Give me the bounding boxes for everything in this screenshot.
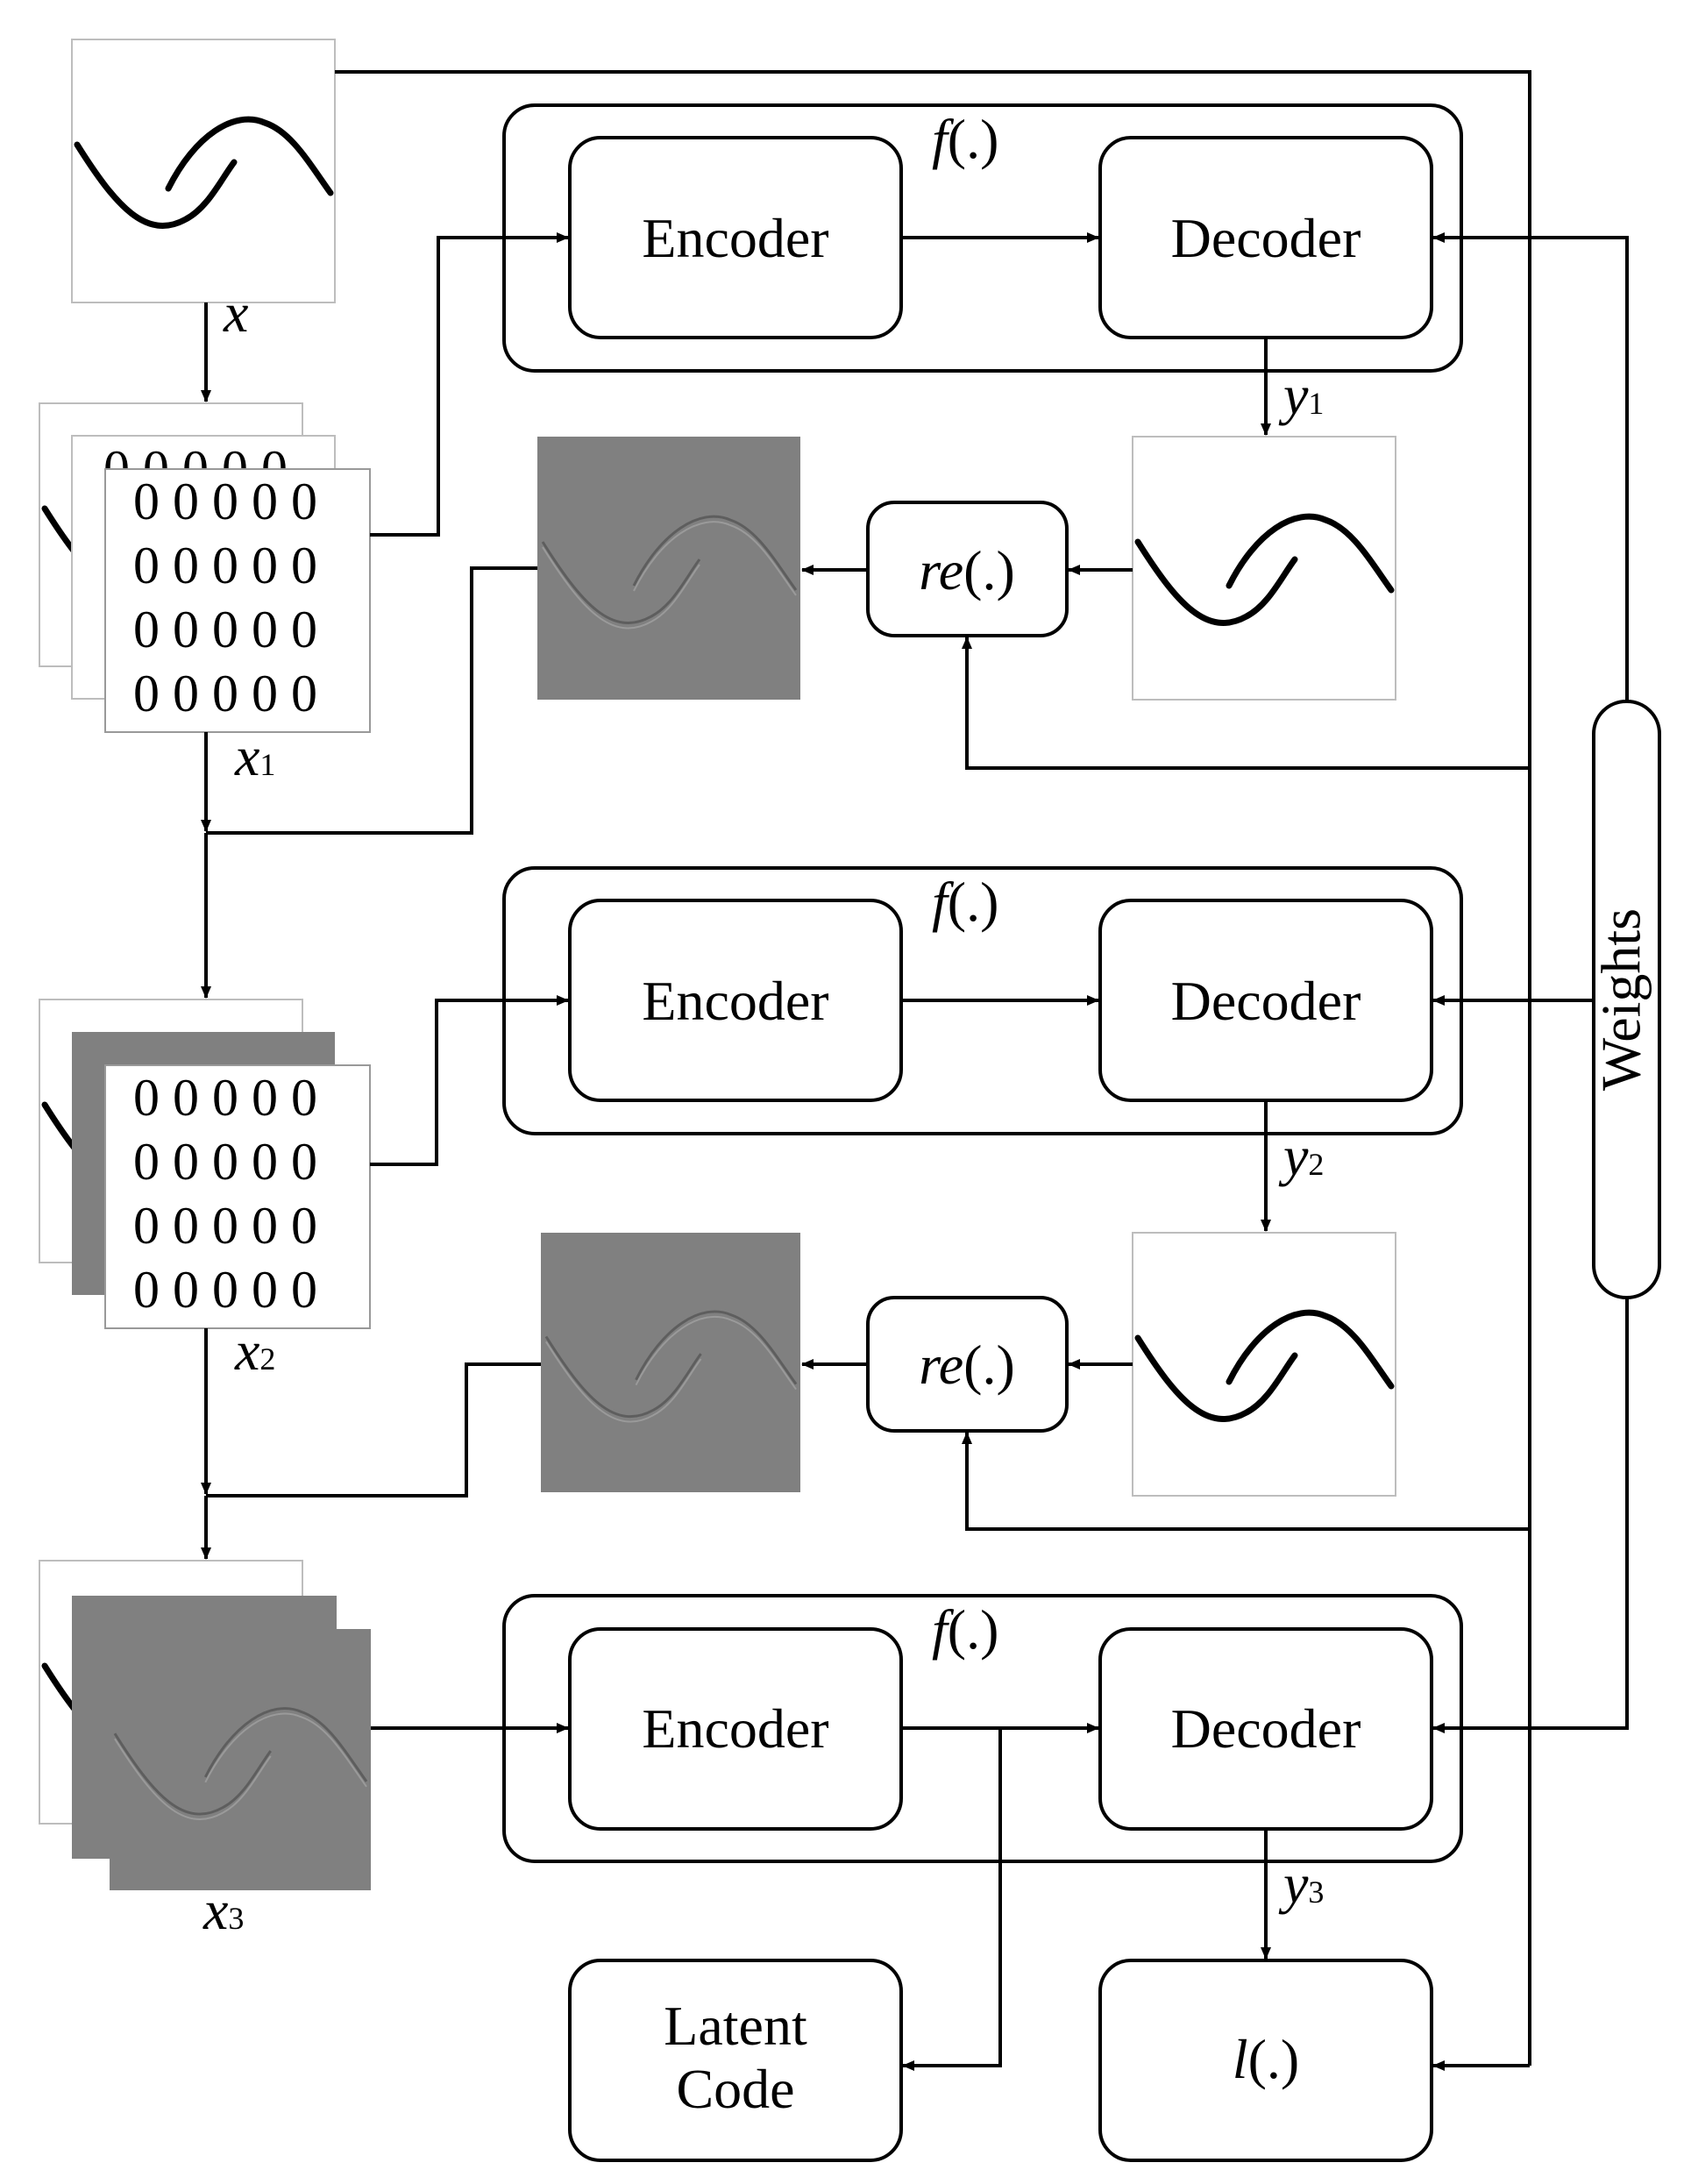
mask-row: 0 0 0 0 0 xyxy=(133,1197,317,1255)
arrow-to-latent-code xyxy=(902,1728,1002,2071)
x3-stack xyxy=(39,1560,371,1890)
re-label: re(.) xyxy=(919,1334,1015,1396)
output-image-y1 xyxy=(1132,436,1396,701)
arrow-trunk-to-re-1 xyxy=(962,637,1530,770)
label-x: x xyxy=(223,281,248,344)
latent-code-box: Latent Code xyxy=(568,1959,903,2162)
weights-label: Weights xyxy=(1590,908,1652,1091)
label-y1: y1 xyxy=(1278,364,1324,426)
mask-row: 0 0 0 0 0 xyxy=(133,1261,317,1319)
mask-row: 0 0 0 0 0 xyxy=(133,1069,317,1127)
encoder-label: Encoder xyxy=(642,207,828,269)
re-box-1: re(.) xyxy=(866,501,1069,637)
mask-row: 0 0 0 0 0 xyxy=(133,665,317,722)
latent-code-label-line1: Latent xyxy=(664,1995,807,2057)
label-x2: x2 xyxy=(234,1320,275,1382)
label-y3: y3 xyxy=(1278,1853,1324,1915)
mask-row: 0 0 0 0 0 xyxy=(133,537,317,594)
decoder-label: Decoder xyxy=(1171,970,1361,1032)
mask-row: 0 0 0 0 0 xyxy=(133,473,317,530)
residual-line-2 xyxy=(206,1362,541,1497)
weights-box: Weights xyxy=(1590,700,1661,1299)
re-box-2: re(.) xyxy=(866,1296,1069,1433)
residual-image-2 xyxy=(541,1233,800,1492)
x1-stack: 0 0 0 0 0 0 0 0 0 0 0 0 0 0 0 0 0 0 0 0 … xyxy=(39,402,371,733)
encoder-label: Encoder xyxy=(642,1697,828,1760)
x2-stack: 0 0 0 0 0 0 0 0 0 0 0 0 0 0 0 0 0 0 0 0 xyxy=(39,999,371,1329)
f-label: f(.) xyxy=(932,1598,998,1661)
arrow-trunk-to-re-2 xyxy=(962,1432,1530,1531)
weights-line-bottom xyxy=(1432,1298,1629,1733)
loss-label: l(.) xyxy=(1233,2028,1299,2090)
connectors xyxy=(201,70,1629,2071)
residual-line-1 xyxy=(206,566,537,835)
re-label: re(.) xyxy=(919,539,1015,601)
x1-mask-grid: 0 0 0 0 0 0 0 0 0 0 0 0 0 0 0 0 0 0 0 0 xyxy=(133,473,317,722)
f-label: f(.) xyxy=(932,108,998,170)
decoder-label: Decoder xyxy=(1171,1697,1361,1760)
input-image-x xyxy=(71,39,336,303)
decoder-label: Decoder xyxy=(1171,207,1361,269)
output-image-y2 xyxy=(1132,1232,1396,1497)
arrow-x1-to-encoder xyxy=(370,232,569,537)
encoder-label: Encoder xyxy=(642,970,828,1032)
label-x1: x1 xyxy=(234,725,275,787)
skip-line-top xyxy=(335,70,1531,2066)
residual-image-1 xyxy=(537,437,800,700)
mask-row: 0 0 0 0 0 xyxy=(133,1133,317,1191)
latent-code-label-line2: Code xyxy=(676,2058,794,2120)
x2-mask-grid: 0 0 0 0 0 0 0 0 0 0 0 0 0 0 0 0 0 0 0 0 xyxy=(133,1069,317,1319)
weights-line-top xyxy=(1432,232,1629,701)
f-label: f(.) xyxy=(932,871,998,933)
label-y2: y2 xyxy=(1278,1125,1324,1187)
label-x3: x3 xyxy=(202,1879,244,1941)
arrow-x2-to-encoder xyxy=(370,995,569,1166)
mask-row: 0 0 0 0 0 xyxy=(133,601,317,658)
loss-box: l(.) xyxy=(1098,1959,1433,2162)
